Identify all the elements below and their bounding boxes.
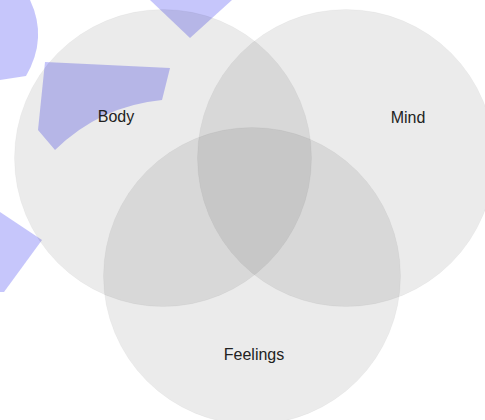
circle-shape <box>104 128 401 420</box>
venn-circle: Feelings <box>103 127 401 420</box>
circle-label: Body <box>98 107 134 127</box>
blue-arc <box>0 0 38 80</box>
circle-label: Feelings <box>224 345 284 365</box>
circle-label: Mind <box>391 108 426 128</box>
circle-outline <box>103 127 401 420</box>
